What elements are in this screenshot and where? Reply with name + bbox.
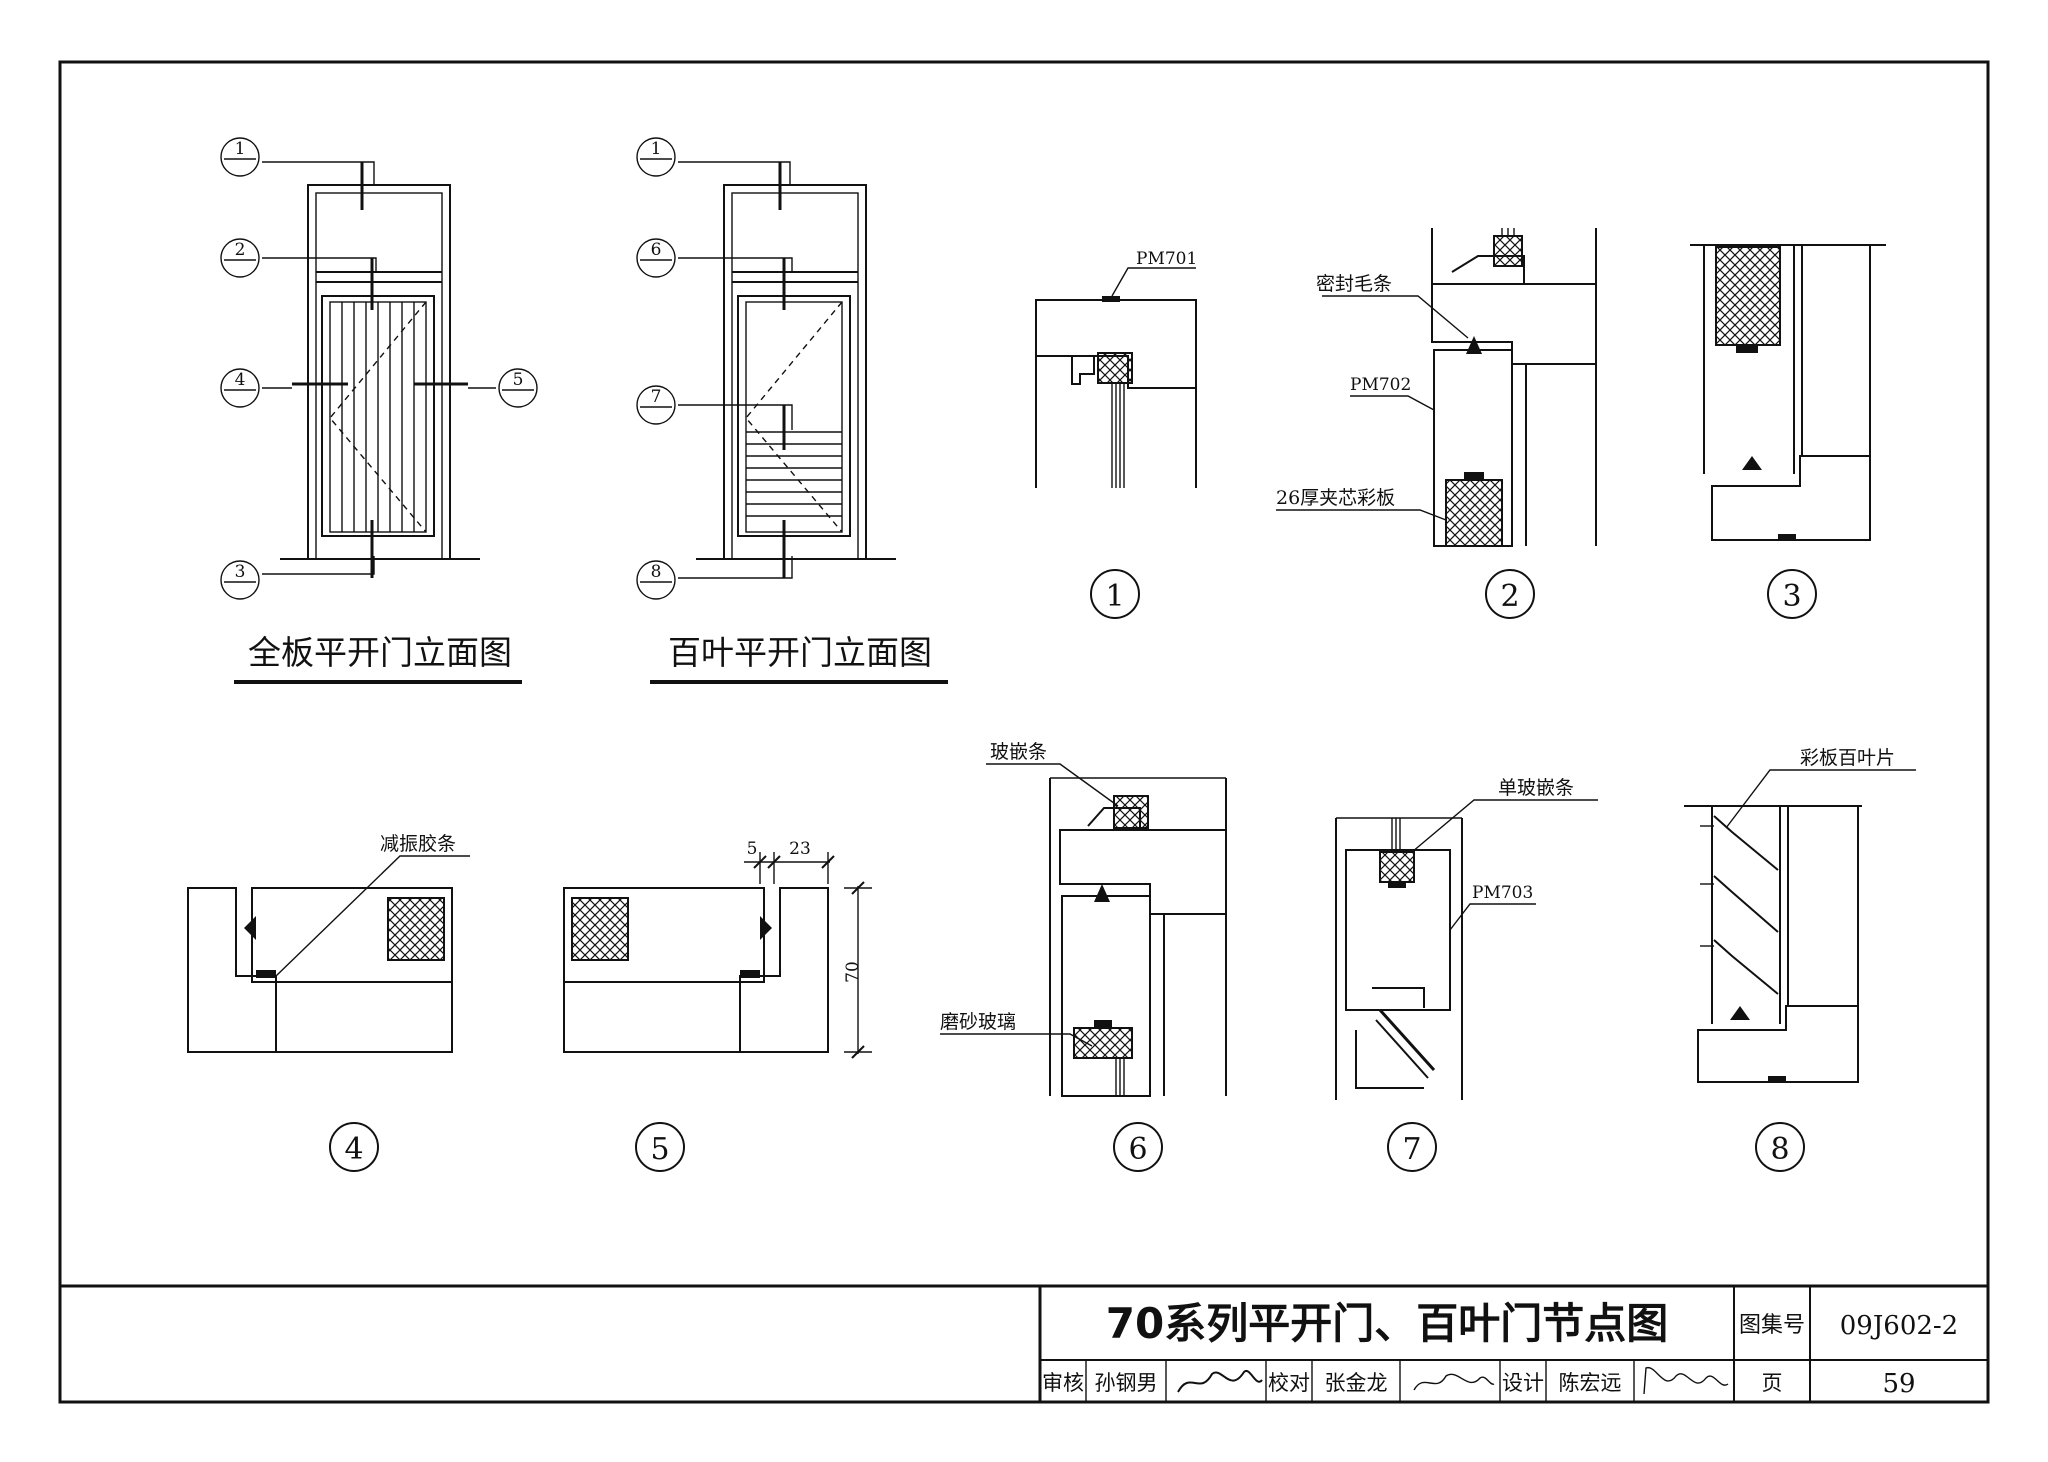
detail-2: 密封毛条 PM702 26厚夹芯彩板 2 <box>1276 228 1597 619</box>
detail-7: 单玻嵌条 PM703 7 <box>1335 777 1598 1172</box>
detail-1: PM701 1 <box>1035 249 1197 619</box>
elev-ref-2: 2 <box>235 240 246 260</box>
detail-5-dim-5: 5 <box>747 839 758 859</box>
detail-2-label-pm702: PM702 <box>1350 375 1411 395</box>
detail-2-label-seal: 密封毛条 <box>1316 273 1392 295</box>
page-label: 页 <box>1762 1371 1783 1395</box>
elev-ref-3: 3 <box>235 562 246 582</box>
checker-signature <box>1413 1373 1495 1391</box>
detail-6-number: 6 <box>1128 1132 1147 1167</box>
detail-7-number: 7 <box>1402 1132 1421 1167</box>
sheet-border <box>58 60 1990 1404</box>
detail-4-label-damping: 减振胶条 <box>380 833 456 855</box>
designer-signature <box>1643 1367 1729 1395</box>
louver-door-elevation: 1 6 7 8 百叶平开门立面图 <box>636 137 948 684</box>
louver-ref-8: 8 <box>651 562 662 582</box>
detail-5: 5 23 70 5 <box>563 839 872 1172</box>
detail-8-number: 8 <box>1770 1132 1789 1167</box>
reviewer-name: 孙钢男 <box>1095 1371 1158 1395</box>
detail-2-number: 2 <box>1500 579 1519 614</box>
full-panel-door-elevation: 1 2 3 4 5 全板平开门立面图 <box>220 137 538 684</box>
atlas-label: 图集号 <box>1739 1313 1805 1338</box>
detail-7-label-single-bead: 单玻嵌条 <box>1498 777 1574 799</box>
louver-ref-6: 6 <box>651 240 662 260</box>
detail-6-label-frosted-glass: 磨砂玻璃 <box>940 1011 1016 1033</box>
detail-2-label-panel: 26厚夹芯彩板 <box>1276 487 1395 509</box>
elev-ref-4: 4 <box>235 370 246 390</box>
detail-5-dim-70: 70 <box>843 961 863 983</box>
detail-3-number: 3 <box>1782 579 1801 614</box>
checker-name: 张金龙 <box>1325 1371 1388 1395</box>
detail-6: 玻嵌条 磨砂玻璃 6 <box>940 741 1227 1172</box>
louver-title: 百叶平开门立面图 <box>668 633 932 672</box>
detail-8: 彩板百叶片 8 <box>1684 747 1916 1172</box>
detail-5-dim-23: 23 <box>789 839 811 859</box>
reviewer-signature <box>1177 1369 1263 1393</box>
review-label: 审核 <box>1042 1371 1084 1395</box>
full-panel-title: 全板平开门立面图 <box>248 633 512 672</box>
check-label: 校对 <box>1268 1371 1310 1395</box>
louver-ref-7: 7 <box>651 387 662 407</box>
detail-1-number: 1 <box>1105 579 1124 614</box>
detail-3: 3 <box>1690 244 1886 619</box>
detail-4: 减振胶条 4 <box>187 833 470 1172</box>
louver-ref-1: 1 <box>651 139 662 159</box>
design-label: 设计 <box>1502 1371 1544 1395</box>
detail-4-number: 4 <box>344 1132 363 1167</box>
detail-5-number: 5 <box>650 1132 669 1167</box>
elev-ref-5: 5 <box>513 370 524 390</box>
atlas-number: 09J602-2 <box>1840 1311 1958 1341</box>
detail-8-label-louver-blade: 彩板百叶片 <box>1800 747 1895 769</box>
detail-1-label-pm701: PM701 <box>1136 249 1197 269</box>
detail-7-label-pm703: PM703 <box>1472 883 1533 903</box>
detail-6-label-bead: 玻嵌条 <box>990 741 1047 763</box>
elev-ref-1: 1 <box>235 139 246 159</box>
page-number: 59 <box>1882 1369 1915 1399</box>
designer-name: 陈宏远 <box>1559 1371 1622 1395</box>
drawing-title: 70系列平开门、百叶门节点图 <box>1106 1299 1668 1348</box>
title-block: 70系列平开门、百叶门节点图 图集号 09J602-2 审核 孙钢男 校对 张金… <box>60 1284 1988 1402</box>
